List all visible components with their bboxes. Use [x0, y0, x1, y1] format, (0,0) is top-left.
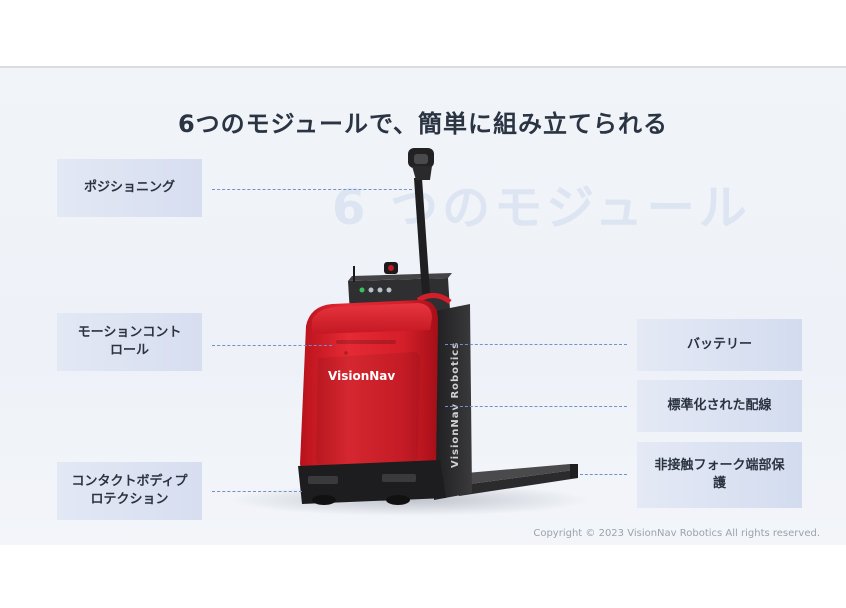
copyright-text: Copyright © 2023 VisionNav Robotics All … [533, 528, 820, 539]
bottom-bar [0, 545, 846, 608]
label-positioning: ポジショニング [57, 159, 202, 217]
label-wiring-text: 標準化された配線 [667, 398, 772, 414]
header-divider [0, 66, 846, 68]
leader-battery [445, 344, 627, 345]
label-wiring: 標準化された配線 [637, 380, 802, 432]
slide-title: 6つのモジュールで、簡単に組み立てられる [177, 110, 669, 138]
label-motion-control-text: モーションコント ロール [77, 325, 182, 358]
tiller-arm [414, 178, 430, 294]
label-battery: バッテリー [637, 319, 802, 371]
antenna [353, 266, 355, 282]
leader-contact-protection [212, 491, 302, 492]
leader-motion-control [212, 345, 332, 346]
label-fork-protection: 非接触フォーク端部保 護 [637, 442, 802, 508]
base-bumper [298, 460, 446, 504]
red-lid [312, 303, 432, 334]
wheel-right [386, 495, 410, 505]
label-motion-control: モーションコント ロール [57, 313, 202, 371]
slide: 6つのモジュールで、簡単に組み立てられる 6 つのモジュール [0, 68, 846, 545]
leader-positioning [212, 189, 412, 190]
red-body [300, 300, 438, 482]
leader-fork-protection [580, 474, 627, 475]
wheel-left [312, 495, 336, 505]
leader-wiring [445, 406, 627, 407]
robot-illustration: VisionNav Robotics VisionNav [230, 148, 590, 516]
chassis-side [430, 304, 472, 500]
label-fork-protection-text: 非接触フォーク端部保 護 [654, 458, 785, 491]
side-logo: VisionNav Robotics [450, 342, 461, 468]
label-positioning-text: ポジショニング [83, 180, 175, 196]
front-logo: VisionNav [328, 369, 395, 383]
fork-tip [570, 464, 578, 478]
label-battery-text: バッテリー [686, 337, 752, 353]
top-bar [0, 0, 846, 67]
label-contact-protection: コンタクトボディプ ロテクション [57, 462, 202, 520]
fork-right [455, 470, 578, 496]
label-contact-protection-text: コンタクトボディプ ロテクション [71, 474, 188, 507]
fork-top [455, 464, 574, 486]
